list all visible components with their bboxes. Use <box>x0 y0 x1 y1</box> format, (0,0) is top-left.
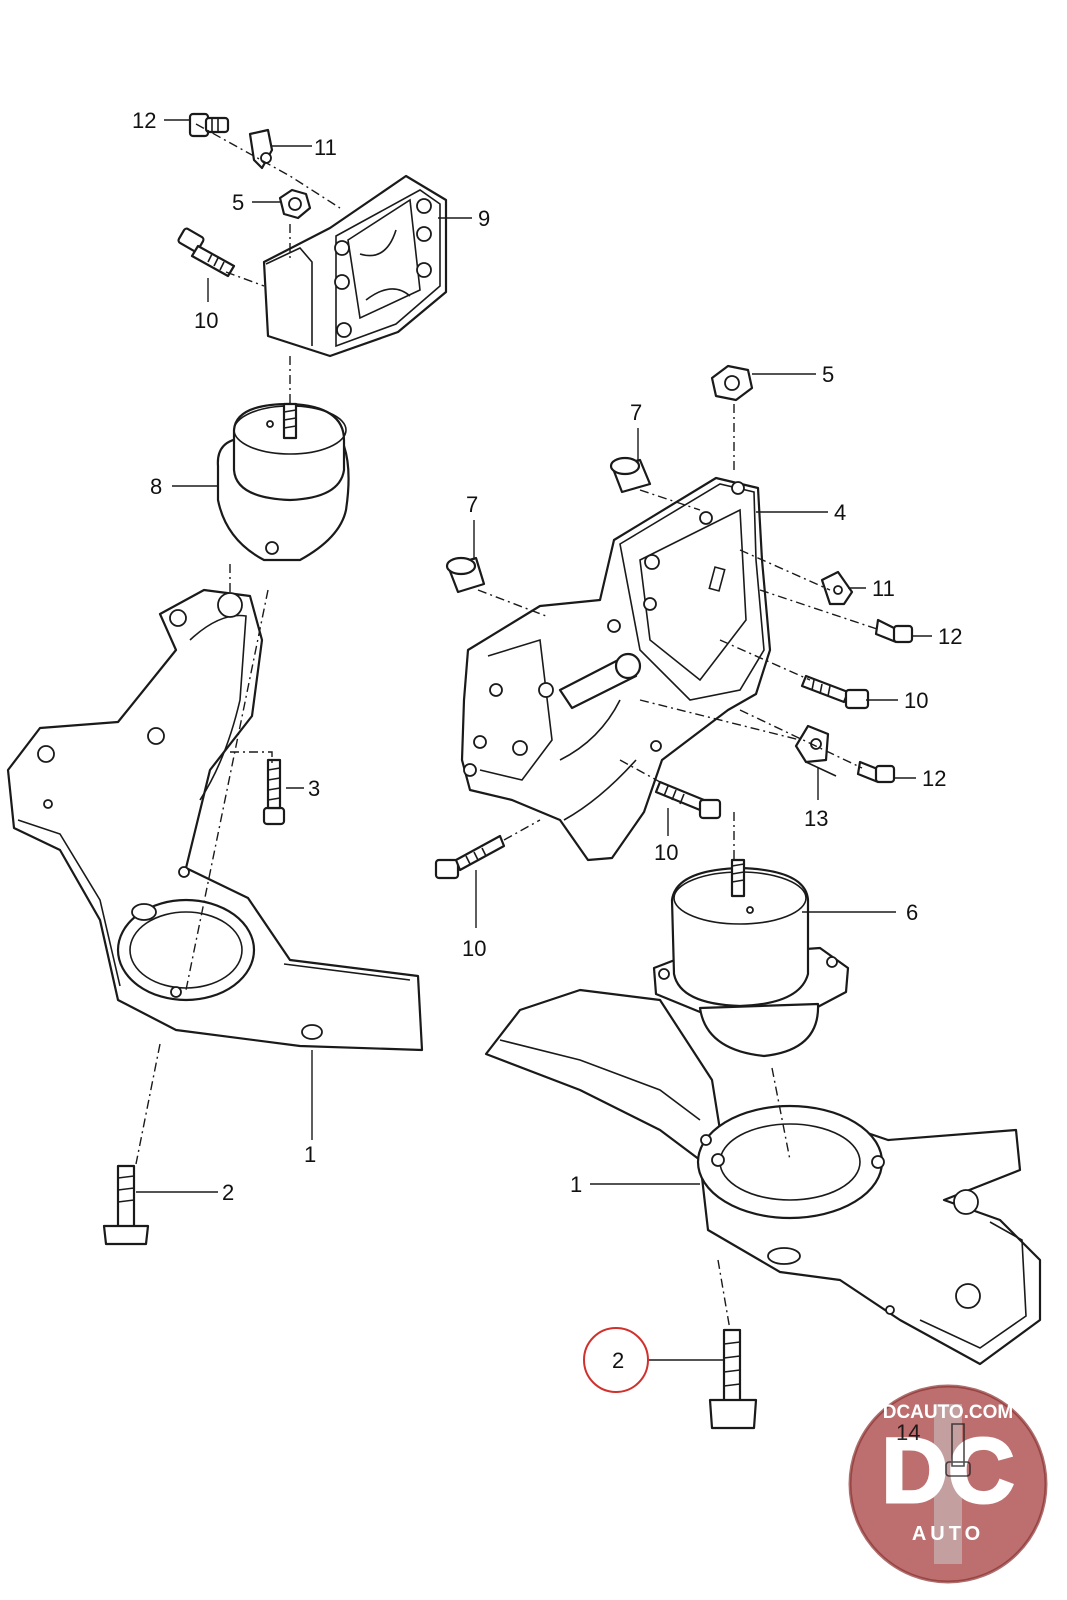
bolt-2-left <box>102 1164 150 1246</box>
highlight-circle-callout-2 <box>583 1327 649 1393</box>
bolt-12-right-upper <box>874 618 914 644</box>
engine-mount-8 <box>216 402 350 562</box>
subframe-arm-1-left <box>6 588 424 1052</box>
bolt-10-right <box>800 674 870 710</box>
callout-12-top: 12 <box>132 108 156 133</box>
clip-11-right <box>820 570 854 606</box>
bolt-10-left <box>177 227 236 278</box>
watermark-site: DCAUTO.COM <box>883 1402 1014 1423</box>
callout-leader-lines <box>136 119 932 1361</box>
callout-10-lower: 10 <box>462 936 486 961</box>
callout-2-right: 2 <box>612 1348 624 1373</box>
right-assembly-axis-lines <box>477 404 881 1331</box>
callout-9: 9 <box>478 206 490 231</box>
callout-10-right: 10 <box>904 688 928 713</box>
watermark-letters: DC <box>882 1420 1015 1522</box>
nut-5-top <box>278 188 312 220</box>
callout-12-right-lower: 12 <box>922 766 946 791</box>
callout-14: 14 <box>896 1420 920 1445</box>
bracket-9 <box>262 174 448 358</box>
dcauto-watermark-logo: DCAUTO.COM DC AUTO 14 <box>848 1384 1048 1584</box>
callout-2-left: 2 <box>222 1180 234 1205</box>
callout-1-left: 1 <box>304 1142 316 1167</box>
callout-8: 8 <box>150 474 162 499</box>
callout-5-top: 5 <box>232 190 244 215</box>
bolt-2-right <box>708 1328 758 1430</box>
bolt-10-lower <box>434 834 506 880</box>
callout-12-right-upper: 12 <box>938 624 962 649</box>
callout-10-left: 10 <box>194 308 218 333</box>
callout-11-top: 11 <box>314 135 337 160</box>
bolt-12-right-lower <box>856 760 896 784</box>
spacer-7-upper <box>609 456 652 494</box>
subframe-arm-1-right <box>484 988 1042 1366</box>
bracket-4-and-engine-bracket <box>460 476 772 862</box>
callout-13: 13 <box>804 806 828 831</box>
bolt-10-center <box>654 780 722 820</box>
bolt-12-top <box>188 112 230 138</box>
callout-1-right: 1 <box>570 1172 582 1197</box>
callout-6: 6 <box>906 900 918 925</box>
clip-13 <box>794 724 837 777</box>
watermark-word: AUTO <box>912 1523 984 1545</box>
callout-5-right: 5 <box>822 362 834 387</box>
callout-10-center: 10 <box>654 840 678 865</box>
nut-5-right <box>710 364 754 402</box>
bolt-3 <box>262 758 286 826</box>
callout-labels: 12 11 5 9 10 8 3 1 2 5 7 7 4 11 12 10 12… <box>132 108 962 1373</box>
left-assembly-axis-lines <box>135 123 341 1165</box>
callout-7-upper: 7 <box>630 400 642 425</box>
engine-mount-6 <box>652 858 850 1058</box>
callout-4: 4 <box>834 500 846 525</box>
callout-7-lower: 7 <box>466 492 478 517</box>
spacer-7-lower <box>445 556 486 594</box>
callout-3: 3 <box>308 776 320 801</box>
clip-11-top <box>248 128 274 170</box>
callout-11-right: 11 <box>872 576 895 601</box>
